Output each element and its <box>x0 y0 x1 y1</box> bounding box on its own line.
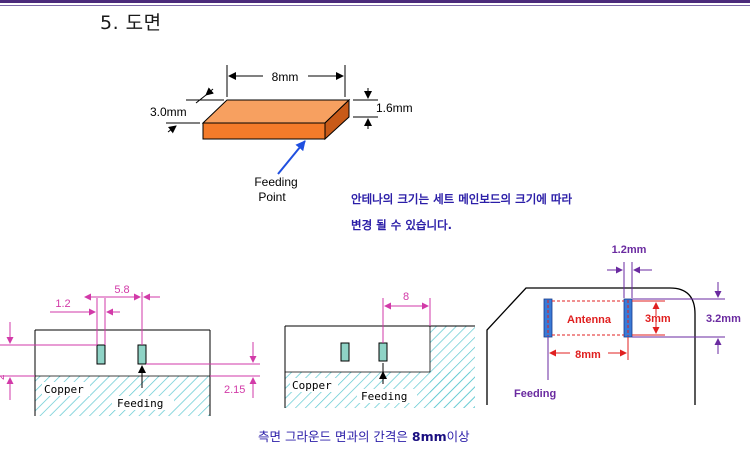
pad-left-2 <box>340 342 350 362</box>
size-note-line-1: 안테나의 크기는 세트 메인보드의 크기에 따라 <box>351 192 573 206</box>
copper-label-2: Copper <box>292 379 332 392</box>
pad-feeding <box>137 344 147 365</box>
dim-1-2: 1.2 <box>55 298 70 310</box>
caption-bold-value: 8mm <box>411 429 447 444</box>
section-title: 5. 도면 <box>100 12 162 34</box>
feeding-label-2: Feeding <box>361 390 407 403</box>
feeding-label-1: Feeding <box>117 397 163 410</box>
dim-left-2: 2 <box>0 374 7 380</box>
chip-antenna-3d <box>201 98 351 141</box>
ground-clearance-caption: 측면 그라운드 면과의 간격은 8mm이상 <box>258 426 470 445</box>
layout-diagram-1 <box>0 292 260 416</box>
feeding-label-3: Feeding <box>514 388 556 400</box>
dim-8: 8 <box>403 291 409 303</box>
dim-1-2mm: 1.2mm <box>612 244 647 256</box>
dim-3mm: 3mm <box>645 313 671 325</box>
dim-8mm: 8mm <box>575 349 601 361</box>
dim-3-2mm: 3.2mm <box>706 313 741 325</box>
dim-2-15: 2.15 <box>224 384 245 396</box>
header-rule-thick <box>0 0 750 3</box>
dim-5-8: 5.8 <box>114 284 129 296</box>
chip-width-label: 3.0mm <box>150 105 187 119</box>
pad-feeding-2 <box>378 342 388 362</box>
chip-length-dimension <box>226 65 346 97</box>
chip-height-label: 1.6mm <box>376 101 413 115</box>
header-rule-thin <box>0 5 750 6</box>
feeding-point-label-2: Point <box>258 190 286 204</box>
caption-prefix: 측면 그라운드 면과의 간격은 <box>258 429 412 444</box>
pad-left <box>96 344 106 365</box>
layout-diagram-2 <box>284 298 475 408</box>
layout-diagram-3 <box>486 262 725 405</box>
antenna-label: Antenna <box>567 314 612 326</box>
feeding-point-arrow <box>277 140 306 175</box>
chip-width-dimension <box>166 87 224 134</box>
caption-suffix: 이상 <box>446 429 470 444</box>
copper-label-1: Copper <box>44 383 84 396</box>
feeding-point-label-1: Feeding <box>254 175 297 189</box>
size-note-line-2: 변경 될 수 있습니다. <box>351 218 453 232</box>
chip-length-label: 8mm <box>272 70 299 84</box>
chip-height-dimension <box>353 88 378 129</box>
